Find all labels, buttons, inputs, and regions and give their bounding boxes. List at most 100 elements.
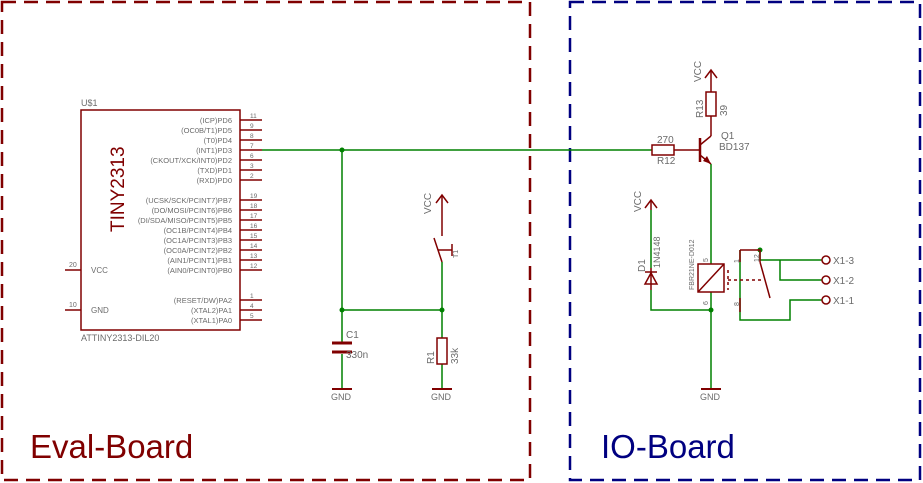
junction-3 [439, 307, 445, 313]
mcu-pin-number: 11 [250, 113, 257, 120]
vcc-top-label: VCC [693, 61, 704, 82]
mcu-pin-label: (AIN0/PCINT0)PB0 [167, 266, 232, 275]
wires [262, 149, 825, 388]
wire-contact-x13 [759, 250, 825, 261]
mcu-ref: U$1 [81, 98, 98, 108]
junction-4 [708, 307, 714, 313]
gnd-pin-num: 10 [69, 302, 77, 309]
junction-2 [339, 307, 345, 313]
mcu-pin-label: (TXD)PD1 [197, 166, 232, 175]
contact-pin12: 12 [754, 254, 761, 262]
mcu-pin-number: 14 [250, 243, 258, 250]
x1-2-label: X1-2 [833, 276, 855, 287]
mcu-pin-label: (UCSK/SCK/PCINT7)PB7 [146, 196, 232, 205]
mcu-pin-label: (RESET/DW)PA2 [174, 296, 232, 305]
mcu-pin-label: (DO/MOSI/PCINT6)PB6 [152, 206, 232, 215]
c1-value: 330n [346, 350, 368, 361]
relay-coil: FBR21NE-D012 5 6 [689, 239, 725, 305]
mcu-pin-label: (OC1B/PCINT4)PB4 [164, 226, 232, 235]
mcu-pin-label: (ICP)PD6 [200, 116, 232, 125]
mcu-pin-number: 9 [250, 123, 254, 130]
mcu-pin-number: 17 [250, 213, 258, 220]
gnd-symbol-r1: GND [431, 388, 452, 402]
mcu-right-pins: (ICP)PD6 11 (OC0B/T1)PD5 9 (T0)PD4 8 (INT1)PD3… [138, 113, 262, 325]
q1-name: Q1 [721, 131, 735, 142]
mcu-pin-label: (CKOUT/XCK/INT0)PD2 [150, 156, 232, 165]
q1-value: BD137 [719, 142, 750, 153]
vcc-symbol-eval: VCC [423, 193, 449, 236]
mcu-pin-number: 3 [250, 163, 254, 170]
wire-contact-x12 [779, 260, 825, 281]
mcu-pin-number: 18 [250, 203, 258, 210]
mcu-pin-label: (T0)PD4 [204, 136, 232, 145]
diode-d1: D1 1N4148 [637, 236, 662, 290]
mcu-pin-number: 15 [250, 233, 258, 240]
relay-pin6: 6 [703, 301, 710, 305]
mcu-pin-number: 12 [250, 263, 258, 270]
vcc-eval-label: VCC [423, 193, 434, 214]
eval-board-outline [0, 0, 532, 482]
mcu-pin-number: 16 [250, 223, 258, 230]
eval-board-label: Eval-Board [30, 428, 193, 465]
contact-pin8: 8 [734, 302, 741, 306]
mcu-pin-label: (OC1A/PCINT3)PB3 [164, 236, 232, 245]
mcu-pin-number: 8 [250, 133, 254, 140]
resistor-r13: R13 39 [695, 80, 730, 128]
gnd-symbol-c1: GND [331, 388, 352, 402]
r13-value: 39 [719, 104, 730, 116]
relay-name: FBR21NE-D012 [689, 239, 696, 290]
resistor-r1: R1 33k [426, 337, 461, 365]
mcu-pin-label: (INT1)PD3 [196, 146, 232, 155]
vcc-pin-label: VCC [91, 266, 108, 275]
c1-name: C1 [346, 330, 359, 341]
d1-name: D1 [637, 259, 648, 272]
mcu-pin-label: (XTAL2)PA1 [191, 306, 232, 315]
junctions [339, 147, 763, 313]
wire-diode-bottom [650, 290, 711, 311]
mcu-pin-number: 19 [250, 193, 258, 200]
gnd1-label: GND [331, 392, 352, 402]
r12-value: 270 [657, 135, 674, 146]
mcu-pin-number: 7 [250, 143, 254, 150]
mcu-pin-label: (XTAL1)PA0 [191, 316, 232, 325]
capacitor-c1: C1 330n [332, 330, 368, 361]
connector-x1: X1-3 X1-2 X1-1 [821, 255, 855, 307]
resistor-r12: 270 R12 [651, 135, 700, 167]
mcu-pin-number: 1 [250, 293, 254, 300]
mcu-pin-number: 13 [250, 253, 258, 260]
vcc-pin-num: 20 [69, 262, 77, 269]
io-board-label: IO-Board [601, 428, 735, 465]
r12-name: R12 [657, 156, 676, 167]
r1-value: 33k [450, 347, 461, 364]
junction-1 [339, 147, 345, 153]
r13-name: R13 [695, 99, 706, 118]
relay-contact: 1 12 8 [727, 249, 771, 312]
relay-pin5: 5 [703, 258, 710, 262]
gnd-pin-label: GND [91, 306, 109, 315]
t1-label: T1 [453, 250, 460, 258]
x1-3-label: X1-3 [833, 256, 855, 267]
vcc-symbol-q1: VCC [693, 61, 718, 82]
pushbutton-t1: T1 [433, 237, 460, 263]
mcu-pin-number: 6 [250, 153, 254, 160]
gnd-io-label: GND [700, 392, 721, 402]
mcu-name: TINY2313 [108, 146, 129, 232]
mcu-u1: U$1 TINY2313 ATTINY2313-DIL20 20 VCC 10 … [65, 98, 262, 343]
mcu-package: ATTINY2313-DIL20 [81, 333, 159, 343]
mcu-pin-number: 2 [250, 173, 254, 180]
transistor-q1: Q1 BD137 [698, 128, 750, 165]
vcc-symbol-diode: VCC [633, 191, 658, 212]
mcu-pin-label: (RXD)PD0 [197, 176, 232, 185]
mcu-pin-number: 5 [250, 313, 254, 320]
wire-contact-x11 [739, 250, 825, 321]
d1-value: 1N4148 [652, 236, 662, 268]
mcu-pin-label: (OC0B/T1)PD5 [181, 126, 232, 135]
x1-1-label: X1-1 [833, 296, 855, 307]
io-board-outline [568, 0, 922, 482]
gnd2-label: GND [431, 392, 452, 402]
mcu-pin-label: (OC0A/PCINT2)PB2 [164, 246, 232, 255]
mcu-pin-label: (AIN1/PCINT1)PB1 [167, 256, 232, 265]
gnd-symbol-io: GND [700, 388, 721, 402]
